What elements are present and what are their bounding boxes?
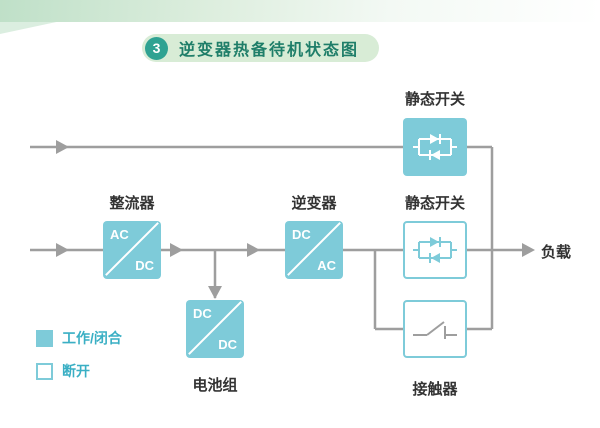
battery-box-top-text: DC [193,306,212,321]
contactor-label: 接触器 [412,381,458,398]
contactor-box [403,300,467,358]
rectifier-box-top-text: AC [110,227,129,242]
load-label: 负载 [541,244,572,261]
inverter-box-top-text: DC [292,227,311,242]
battery-box-bottom-text: DC [218,337,237,352]
arrowheads [56,140,535,299]
contactor-switch-icon [413,321,457,339]
static-switch-top-box [403,118,467,176]
rectifier-box-bottom-text: DC [135,258,154,273]
decorative-top-strip [0,0,600,22]
rectifier-label: 整流器 [109,195,155,212]
thyristor-pair-icon [413,134,457,160]
static-switch-mid-box [403,221,467,279]
legend-filled-swatch [36,329,53,347]
battery-label: 电池组 [192,377,238,394]
legend-item-label: 工作/闭合 [62,330,122,346]
legend-item-label: 断开 [62,363,90,379]
legend-item-open: 断开 [36,361,122,381]
legend: 工作/闭合 断开 [36,328,122,381]
inverter-box-bottom-text: AC [317,258,336,273]
static-switch-mid-label: 静态开关 [404,195,465,212]
page-title: 逆变器热备待机状态图 [179,42,360,59]
legend-item-working: 工作/闭合 [36,328,122,348]
rectifier-box: AC DC [103,221,161,279]
inverter-label: 逆变器 [291,195,337,212]
legend-outline-swatch [36,362,53,380]
battery-converter-box: DC DC [186,300,244,358]
step-number-badge: 3 [145,36,168,60]
thyristor-pair-icon [413,237,457,263]
static-switch-top-label: 静态开关 [404,91,465,108]
title-banner: 3 逆变器热备待机状态图 [142,34,380,62]
inverter-box: DC AC [285,221,343,279]
